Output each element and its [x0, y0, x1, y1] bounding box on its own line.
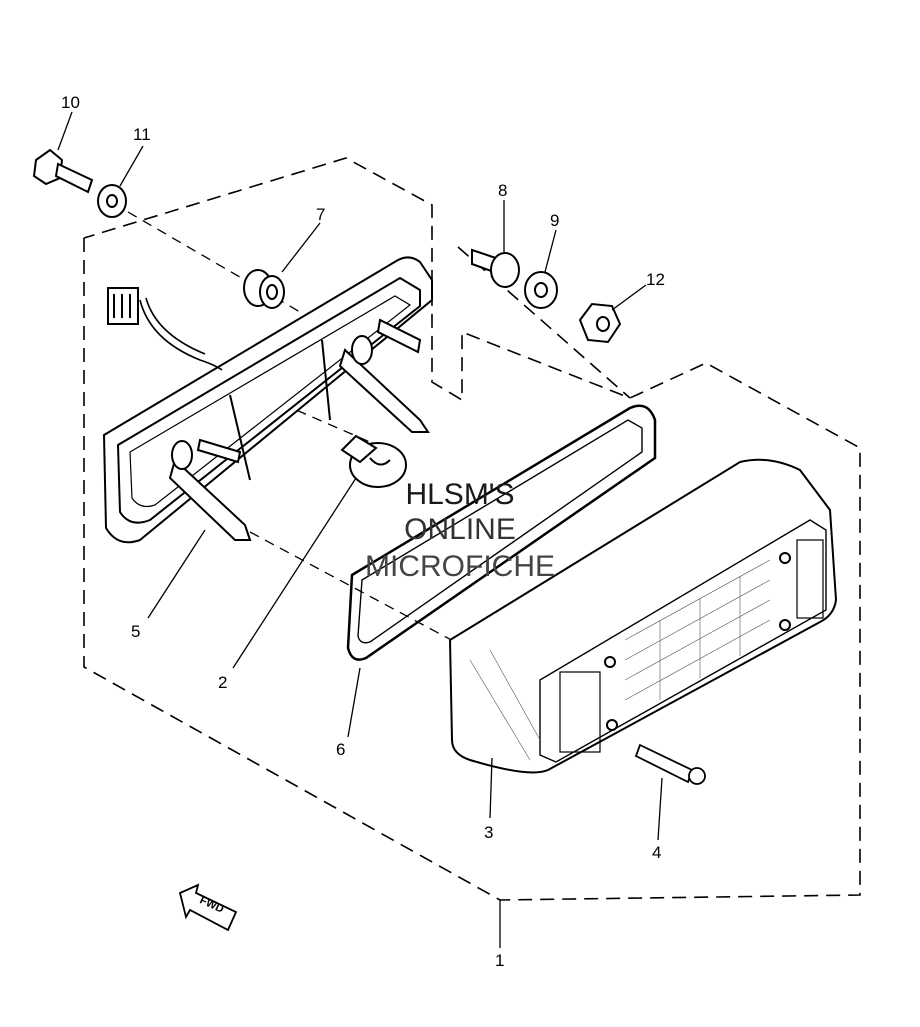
leader-lines — [57, 111, 663, 948]
fastener-group-outline — [457, 246, 631, 399]
part-label-12: 12 — [646, 270, 665, 289]
lamp-base-housing — [102, 256, 433, 544]
part-label-9: 9 — [550, 211, 559, 230]
lens — [448, 458, 838, 774]
part-label-7: 7 — [316, 205, 325, 224]
watermark-line-3: MICROFICHE — [365, 550, 555, 583]
watermark-line-2: ONLINE — [404, 513, 516, 546]
arrow-left-icon — [178, 883, 238, 932]
gasket — [346, 404, 657, 661]
part-label-10: 10 — [61, 93, 80, 112]
part-label-6: 6 — [336, 740, 345, 759]
part-label-3: 3 — [484, 823, 493, 842]
collar-washer-nut — [471, 248, 622, 344]
part-label-2: 2 — [218, 673, 227, 692]
part-label-1: 1 — [495, 951, 504, 970]
watermark-line-1: HLSM'S — [405, 478, 515, 511]
part-label-11: 11 — [133, 125, 151, 144]
part-label-5: 5 — [131, 622, 140, 641]
forward-direction-arrow: FWD — [178, 883, 238, 932]
lens-screw — [634, 743, 706, 785]
grommet — [243, 269, 285, 309]
part-label-8: 8 — [498, 181, 507, 200]
part-number-labels: 1 2 3 4 5 6 7 8 9 10 11 12 — [61, 93, 665, 970]
part-label-4: 4 — [652, 843, 661, 862]
bulb — [340, 434, 407, 488]
bolt-and-washer — [32, 148, 127, 218]
